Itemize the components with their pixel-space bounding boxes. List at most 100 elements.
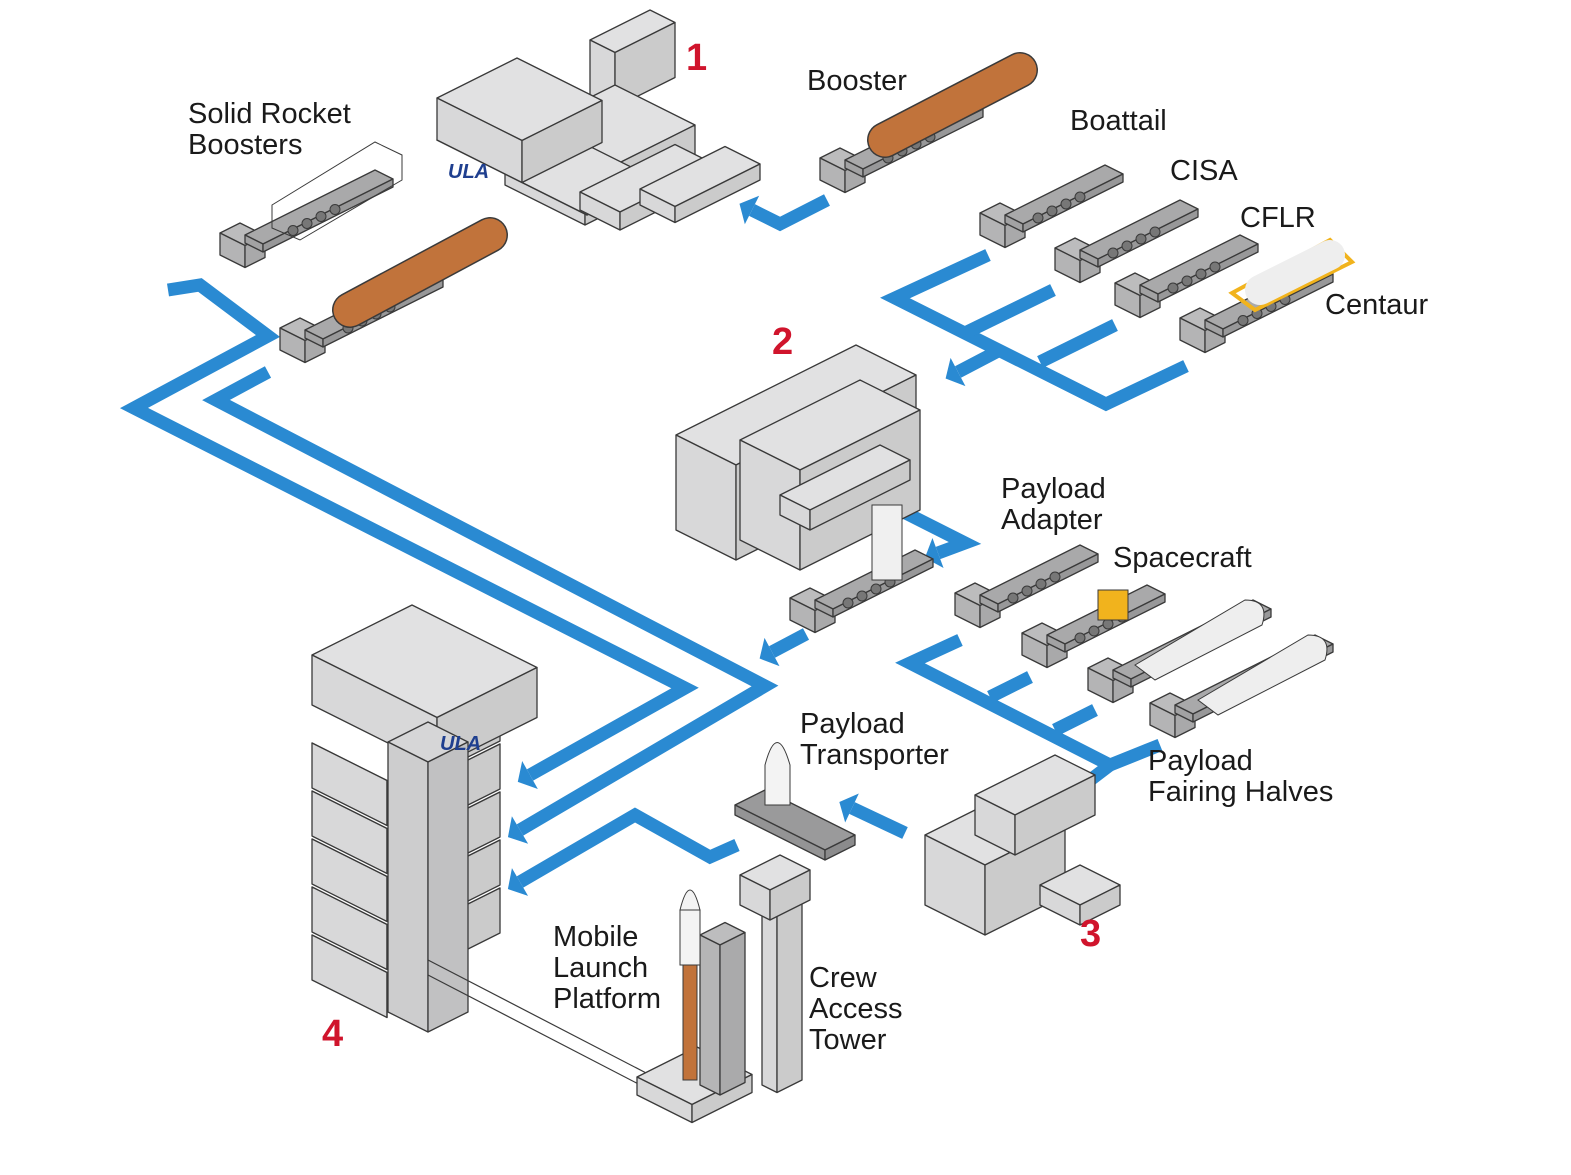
flow-payload-adapter-out xyxy=(759,628,810,667)
flow-line xyxy=(987,671,1033,703)
crew-access-tower xyxy=(739,854,811,1094)
payload-fairing xyxy=(764,742,791,806)
label-line: Payload xyxy=(1148,745,1253,777)
building-3-pphf xyxy=(924,754,1121,936)
label-booster: Booster xyxy=(807,65,907,97)
wheel-icon xyxy=(1046,205,1058,217)
wall xyxy=(521,99,603,184)
wheel-icon xyxy=(1074,191,1086,203)
rocket-nose xyxy=(679,889,701,911)
wheel-icon xyxy=(315,211,327,222)
label-line: Adapter xyxy=(1001,504,1103,536)
rocket-fairing xyxy=(679,909,701,966)
arrowhead-icon xyxy=(945,357,966,387)
wall xyxy=(1022,173,1124,233)
wheel-icon xyxy=(1021,585,1033,597)
flow-line xyxy=(954,344,1004,378)
payload-transporter xyxy=(734,742,856,861)
arrowhead-icon xyxy=(924,537,944,569)
wall xyxy=(674,163,761,224)
step-number-3: 3 xyxy=(1080,913,1101,955)
flow-srb-a xyxy=(119,278,699,789)
label-line: Transporter xyxy=(800,739,949,771)
ula-logo: ULA xyxy=(440,733,481,755)
arrowhead-icon xyxy=(517,761,538,789)
wall xyxy=(832,558,934,618)
centaur-stage xyxy=(1245,240,1345,305)
truck-srb xyxy=(219,169,394,269)
wall xyxy=(1222,273,1334,338)
rail-track xyxy=(427,974,651,1091)
wheel-icon xyxy=(1032,212,1044,224)
arrowhead-icon xyxy=(739,195,760,225)
flow-branch xyxy=(987,671,1033,703)
wheel-icon xyxy=(1007,592,1019,604)
label-line: CFLR xyxy=(1240,202,1316,234)
ula-logo: ULA xyxy=(448,161,489,183)
wall xyxy=(719,931,746,1096)
flow-branch xyxy=(962,284,1056,339)
label-line: Launch xyxy=(553,952,648,984)
label-line: Fairing Halves xyxy=(1148,776,1333,808)
srb-container xyxy=(271,141,403,241)
label-line: Crew xyxy=(809,962,878,994)
wall xyxy=(1097,208,1199,268)
arrowhead-icon xyxy=(759,637,780,667)
label-line: Solid Rocket xyxy=(188,98,351,130)
wall xyxy=(997,553,1099,613)
wheel-icon xyxy=(856,590,868,602)
label-line: Mobile xyxy=(553,921,638,953)
flow-payload-bus xyxy=(895,634,1163,773)
wheel-icon xyxy=(287,225,299,236)
wall xyxy=(1014,774,1096,856)
label-centaur: Centaur xyxy=(1325,289,1429,321)
wheel-icon xyxy=(1135,233,1147,245)
wheel-icon xyxy=(301,218,313,229)
step-number-4: 4 xyxy=(322,1013,343,1055)
flow-line xyxy=(119,278,699,781)
flow-booster-to-1 xyxy=(739,194,830,232)
booster-rocket xyxy=(867,52,1038,158)
roof xyxy=(244,169,394,245)
label-line: Centaur xyxy=(1325,289,1429,321)
fairing-half xyxy=(1197,634,1328,716)
building-4-vif: ULA xyxy=(311,604,651,1091)
label-line: Spacecraft xyxy=(1113,542,1252,574)
flow-line xyxy=(962,284,1056,339)
truck-cflr xyxy=(1114,234,1259,319)
flow-3-to-transporter xyxy=(839,793,908,839)
truck-cisa xyxy=(1054,199,1199,284)
arrowhead-icon xyxy=(507,816,529,844)
wheel-icon xyxy=(870,583,882,595)
wall xyxy=(427,741,469,1033)
truck-payload-adapter xyxy=(954,544,1099,629)
step-number-2: 2 xyxy=(772,321,793,363)
wheel-icon xyxy=(1049,571,1061,583)
flow-branch xyxy=(1037,319,1118,368)
wheel-icon xyxy=(1088,625,1100,637)
rocket-core xyxy=(682,959,698,1081)
label-line: Payload xyxy=(800,708,905,740)
wall xyxy=(1157,243,1259,303)
rocket-body xyxy=(333,218,507,327)
booster-rocket-a xyxy=(332,217,508,328)
roof xyxy=(979,544,1099,605)
spacecraft-box xyxy=(1097,589,1129,621)
building-2-vif-payload xyxy=(675,344,921,571)
wheel-icon xyxy=(1167,282,1179,294)
wall xyxy=(824,834,856,861)
label-line: CISA xyxy=(1170,155,1238,187)
flow-upper-to-2 xyxy=(945,344,1004,387)
wheel-icon xyxy=(1149,226,1161,238)
wheel-icon xyxy=(1181,275,1193,287)
flow-line xyxy=(749,194,830,232)
wheel-icon xyxy=(1121,240,1133,252)
label-line: Access xyxy=(809,993,902,1025)
